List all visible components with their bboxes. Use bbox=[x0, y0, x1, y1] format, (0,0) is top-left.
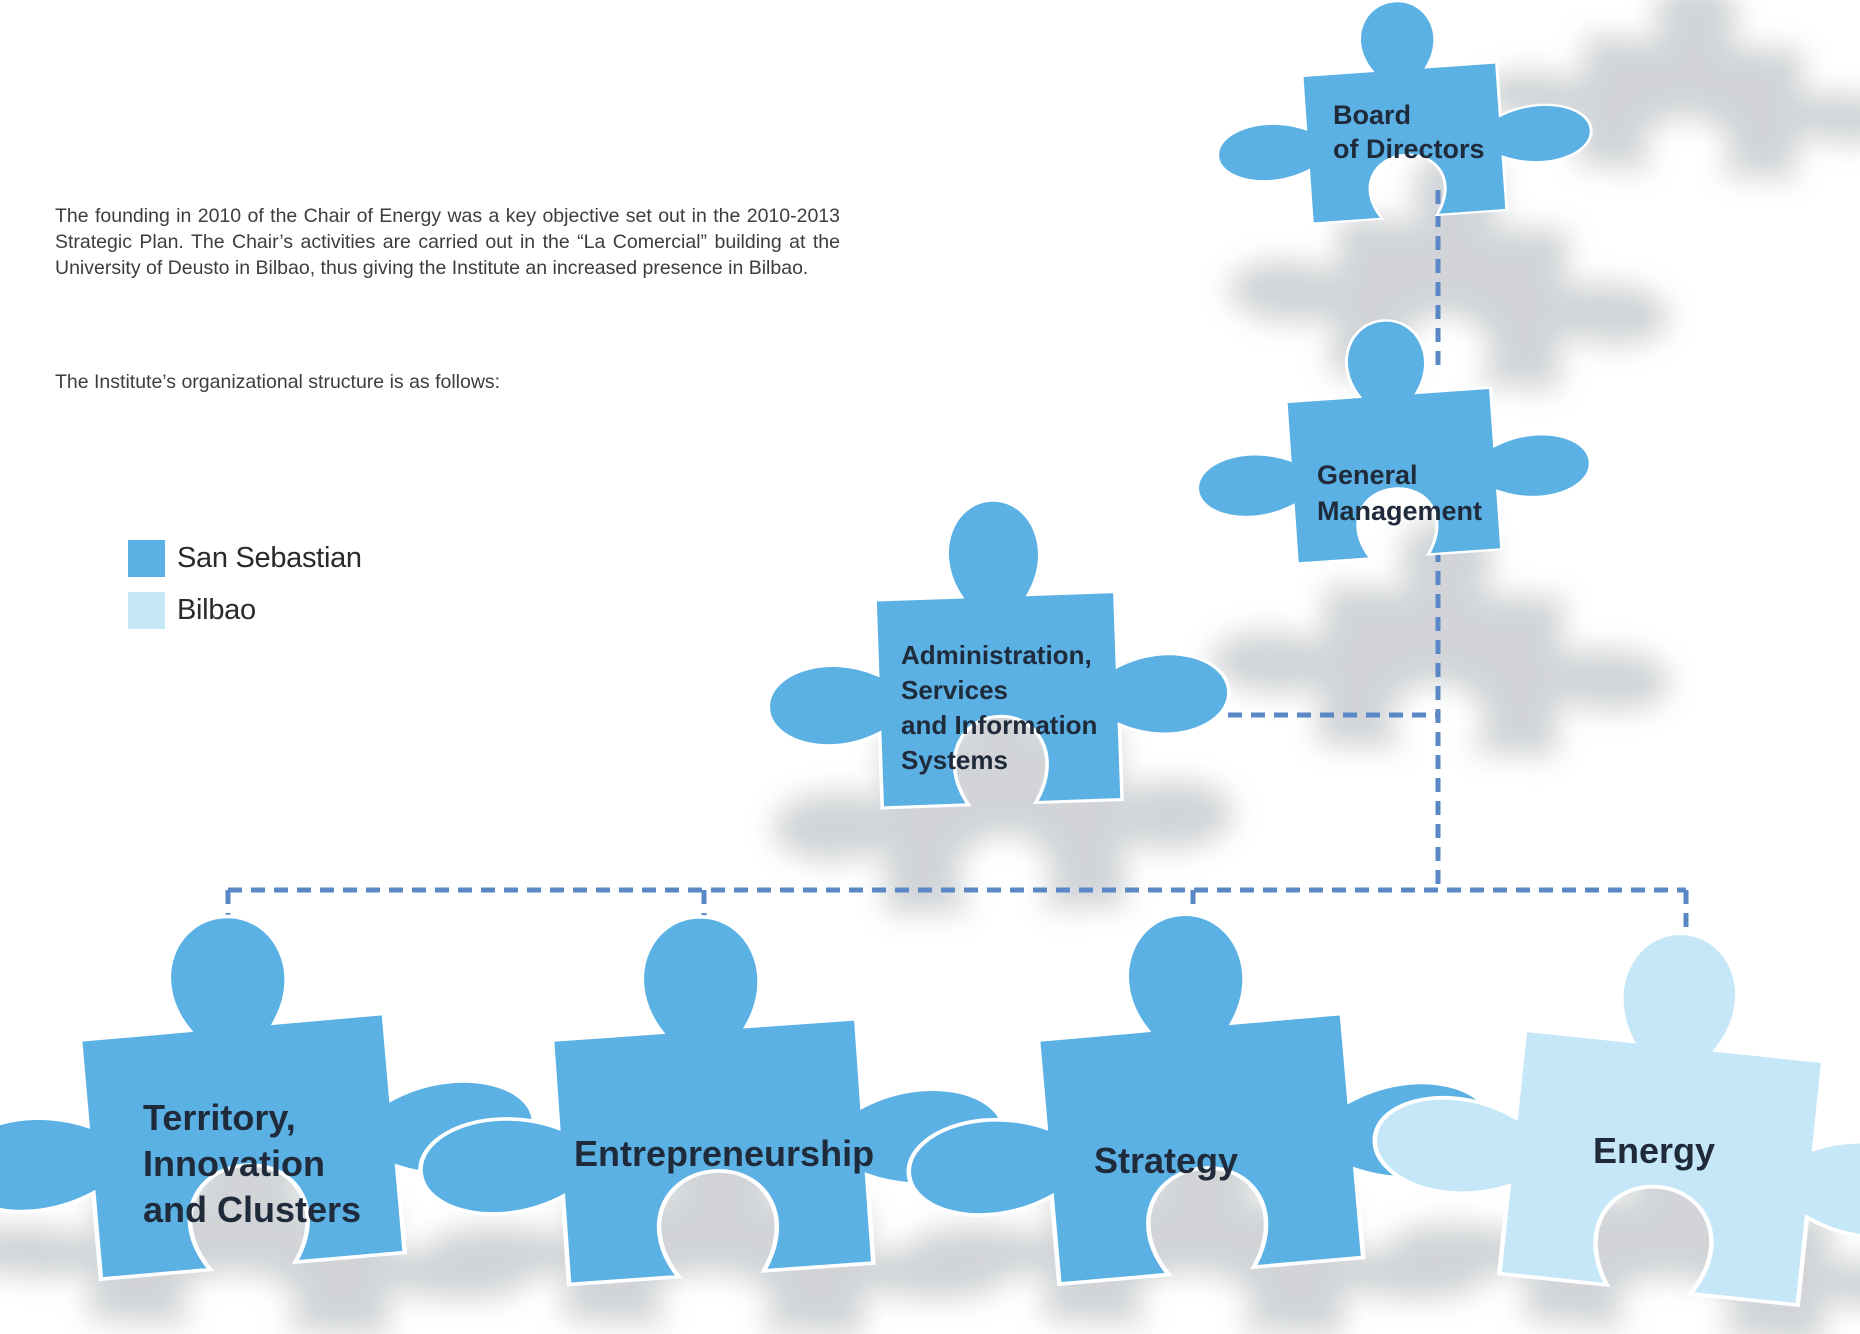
node-entrepreneurship: Entrepreneurship bbox=[404, 897, 1013, 1295]
node-strategy: Strategy bbox=[888, 889, 1503, 1296]
svg-text:Energy: Energy bbox=[1593, 1130, 1715, 1171]
label-strategy: Strategy bbox=[1094, 1140, 1238, 1181]
label-admin-line2: Services bbox=[901, 675, 1008, 705]
node-territory: Territory, Innovation and Clusters bbox=[0, 891, 545, 1291]
label-general-line2: Management bbox=[1317, 496, 1482, 526]
label-board-line1: Board bbox=[1333, 100, 1411, 130]
legend-swatch-san-sebastian bbox=[128, 539, 165, 577]
legend-label-san-sebastian: San Sebastian bbox=[177, 541, 362, 574]
label-admin-line4: Systems bbox=[901, 745, 1008, 775]
svg-text:Entrepreneurship: Entrepreneurship bbox=[574, 1133, 874, 1174]
node-board-of-directors: Board of Directors bbox=[1206, 0, 1598, 232]
legend-swatch-bilbao bbox=[128, 591, 165, 629]
svg-text:Strategy: Strategy bbox=[1094, 1140, 1238, 1181]
legend-item-san-sebastian: San Sebastian bbox=[128, 532, 362, 584]
legend-label-bilbao: Bilbao bbox=[177, 593, 256, 626]
node-general-management: General Management bbox=[1185, 305, 1598, 572]
label-energy: Energy bbox=[1593, 1130, 1715, 1171]
node-administration: Administration, Services and Information… bbox=[759, 490, 1235, 814]
label-territory-line1: Territory, bbox=[143, 1097, 296, 1138]
intro-paragraph: The founding in 2010 of the Chair of Ene… bbox=[55, 205, 840, 279]
label-admin-line1: Administration, bbox=[901, 640, 1092, 670]
svg-text:Administration, Services: Administration, Services and Information… bbox=[901, 640, 1105, 775]
label-admin-line3: and Information bbox=[901, 710, 1097, 740]
label-entrepreneurship: Entrepreneurship bbox=[574, 1133, 874, 1174]
label-general-line1: General bbox=[1317, 460, 1418, 490]
node-energy: Energy bbox=[1362, 903, 1860, 1319]
intro-structure-sentence: The Institute’s organizational structure… bbox=[55, 371, 501, 393]
svg-text:Board of Directors: Board of Directors bbox=[1333, 100, 1485, 164]
legend-item-bilbao: Bilbao bbox=[128, 584, 362, 636]
label-territory-line2: Innovation bbox=[143, 1143, 325, 1184]
label-territory-line3: and Clusters bbox=[143, 1189, 361, 1230]
label-board-line2: of Directors bbox=[1333, 134, 1485, 164]
legend: San Sebastian Bilbao bbox=[128, 532, 362, 636]
svg-text:General Management: General Management bbox=[1317, 460, 1482, 526]
svg-text:Territory, Innovation: Territory, Innovation and Clusters bbox=[143, 1097, 361, 1230]
